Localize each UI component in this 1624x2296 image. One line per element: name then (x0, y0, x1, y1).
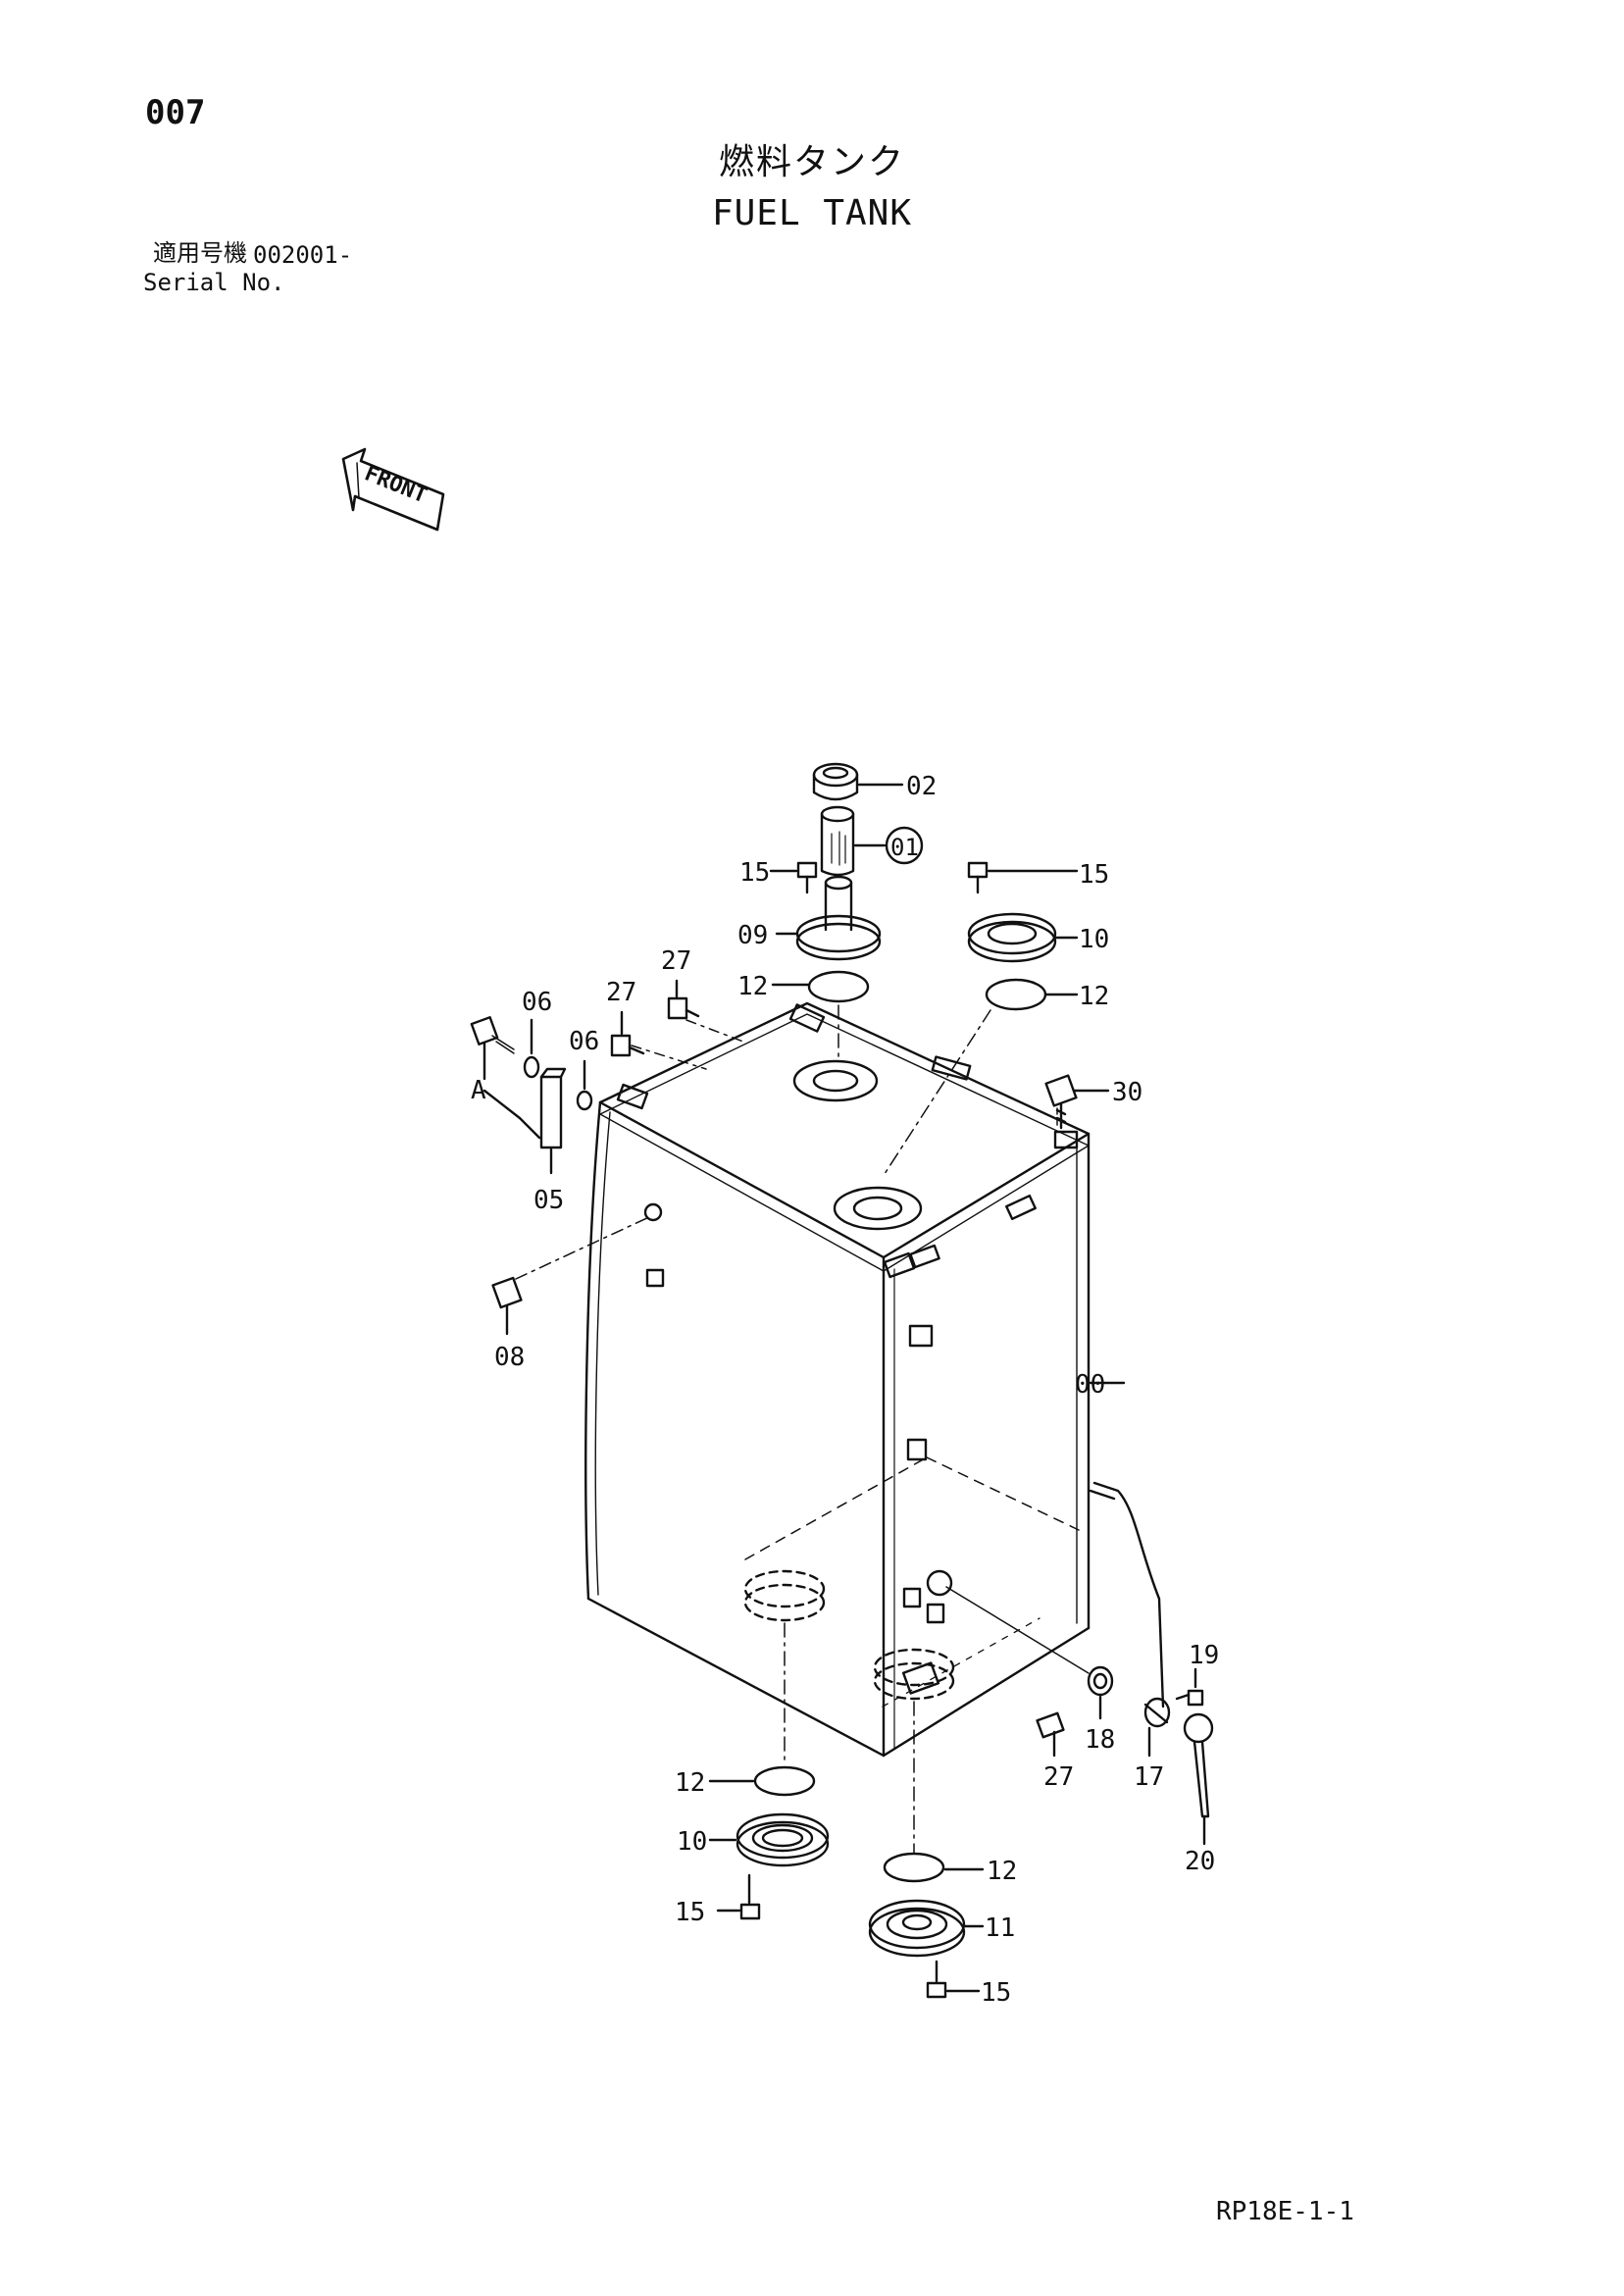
callout-15-bottom-right: 15 (981, 1978, 1011, 2008)
callout-08: 08 (494, 1343, 525, 1372)
part-12-gasket-bottom-right (883, 1852, 945, 1883)
part-27-bolt-lower-left (610, 1010, 645, 1057)
detail-a-bolt (470, 1016, 541, 1140)
part-12-gasket-top (985, 978, 1047, 1011)
document-code: RP18E-1-1 (1216, 2197, 1354, 2226)
detail-a-label: A (471, 1076, 486, 1105)
serial-number-value: 002001- (253, 241, 353, 269)
part-18-gauge-seal (945, 1586, 1114, 1720)
callout-02: 02 (906, 772, 937, 801)
part-09-filler-neck (775, 875, 882, 961)
part-05-strap (539, 1067, 567, 1175)
callout-00: 00 (1075, 1370, 1105, 1400)
callout-30: 30 (1112, 1078, 1142, 1107)
part-27-bolt-rear (1036, 1711, 1065, 1758)
callout-27-lower-left: 27 (606, 978, 636, 1007)
part-12-gasket-bottom-left (753, 1765, 816, 1797)
serial-label-japanese: 適用号機 (153, 239, 247, 267)
part-27-bolt-upper (667, 979, 700, 1020)
part-15-bolt-bottom-right (926, 1960, 981, 1999)
callout-09: 09 (737, 921, 768, 950)
callout-06-upper: 06 (522, 988, 552, 1017)
callout-15-flange: 15 (1079, 860, 1109, 890)
page-title-japanese: 燃料タンク (718, 142, 905, 182)
part-20-sender (1183, 1712, 1214, 1846)
callout-11: 11 (985, 1913, 1015, 1943)
page-number: 007 (145, 93, 206, 132)
callout-12-bottom-left: 12 (675, 1768, 705, 1798)
part-06-washer-lower (576, 1059, 593, 1111)
serial-label-english: Serial No. (143, 269, 285, 296)
front-arrow-label: FRONT (361, 461, 431, 508)
callout-27-upper: 27 (661, 946, 691, 976)
callout-17: 17 (1134, 1762, 1164, 1792)
part-10-flange-bottom (708, 1812, 830, 1867)
part-17-gauge-unit (1089, 1481, 1171, 1758)
callout-10-top: 10 (1079, 925, 1109, 954)
callout-20: 20 (1185, 1847, 1215, 1876)
callout-15-bottom-left: 15 (675, 1898, 705, 1927)
callout-27-rear: 27 (1043, 1762, 1074, 1792)
part-15-bolt-bottom-left (716, 1873, 761, 1920)
part-12-gasket-filler (807, 970, 870, 1003)
callout-18: 18 (1085, 1725, 1115, 1755)
part-06-washer-upper (523, 1018, 540, 1079)
part-02-filler-cap (812, 762, 904, 801)
part-15-bolt-flange (967, 861, 1079, 894)
part-19-screw (1175, 1667, 1204, 1707)
callout-19: 19 (1189, 1641, 1219, 1670)
callout-15-filler: 15 (739, 858, 770, 888)
callout-labels: 00 01 02 05 06 06 08 09 10 10 11 12 12 1… (471, 772, 1219, 2008)
front-direction-arrow: FRONT (341, 447, 445, 532)
callout-12-bottom-right: 12 (987, 1857, 1017, 1886)
callout-10-bottom: 10 (677, 1827, 707, 1857)
part-15-bolt-filler (769, 861, 818, 894)
callout-01: 01 (890, 834, 919, 861)
callout-12-filler: 12 (737, 972, 768, 1001)
part-11-drain-cover (868, 1899, 985, 1958)
callout-06-lower: 06 (569, 1027, 599, 1056)
page-title-english: FUEL TANK (711, 193, 913, 233)
fuel-tank-body (584, 1001, 1091, 1758)
part-30-bolt (1044, 1074, 1110, 1130)
callout-05: 05 (533, 1186, 564, 1215)
callout-12-top: 12 (1079, 982, 1109, 1011)
part-08-bolt (491, 1202, 663, 1336)
part-10-flange-top (967, 912, 1079, 963)
part-01-strainer (820, 805, 924, 877)
